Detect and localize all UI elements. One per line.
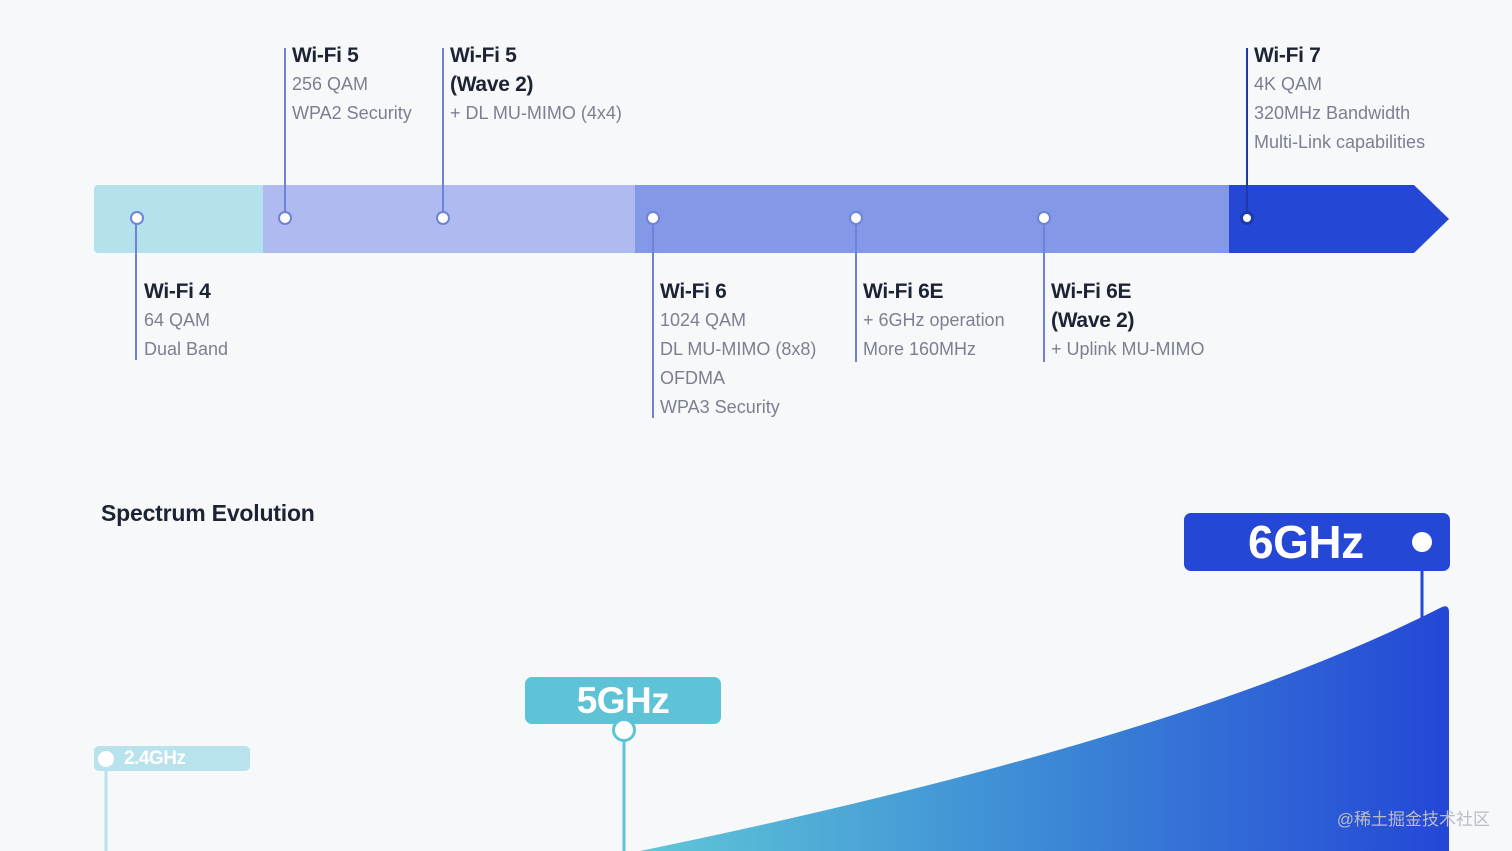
label-wifi5: Wi-Fi 5 256 QAM WPA2 Security — [292, 41, 412, 128]
feature-text: Dual Band — [144, 339, 229, 359]
connector-wifi6e — [855, 220, 857, 362]
timeline-segment-wifi5 — [263, 185, 639, 253]
feature-text: 4K QAM — [1254, 74, 1323, 94]
feature-text: + Uplink MU-MIMO — [1051, 339, 1205, 359]
band-label-2-4ghz: 2.4GHz — [94, 746, 250, 771]
connector-wifi7 — [1246, 48, 1248, 218]
watermark: @稀土掘金技术社区 — [1336, 810, 1490, 829]
node-wifi4 — [130, 211, 144, 225]
feature-text: WPA3 Security — [660, 397, 780, 417]
node-wifi6 — [646, 211, 660, 225]
generation-title: Wi-Fi 5 — [292, 44, 359, 67]
feature-text: DL MU-MIMO (8x8) — [660, 339, 817, 359]
band-marker-6ghz — [1412, 532, 1432, 552]
feature-text: More 160MHz — [863, 339, 977, 359]
connector-wifi6 — [652, 220, 654, 418]
generation-title: Wi-Fi 5 — [450, 44, 517, 67]
node-wifi6e-wave2 — [1037, 211, 1051, 225]
band-label-5ghz: 5GHz — [525, 677, 721, 724]
label-wifi5-wave2: Wi-Fi 5 (Wave 2) + DL MU-MIMO (4x4) — [450, 41, 622, 128]
generation-subtitle: (Wave 2) — [1051, 309, 1135, 332]
generation-title: Wi-Fi 6 — [660, 280, 727, 303]
feature-text: 64 QAM — [144, 310, 211, 330]
feature-text: + DL MU-MIMO (4x4) — [450, 103, 622, 123]
label-wifi6e-wave2: Wi-Fi 6E (Wave 2) + Uplink MU-MIMO — [1051, 277, 1205, 364]
node-wifi5-wave2 — [436, 211, 450, 225]
node-wifi5 — [278, 211, 292, 225]
generation-title: Wi-Fi 6E — [1051, 280, 1132, 303]
timeline-segment-wifi6 — [635, 185, 1233, 253]
node-wifi7 — [1240, 211, 1254, 225]
timeline-segment-wifi7 — [1229, 185, 1449, 253]
timeline-segment-wifi4 — [94, 185, 266, 253]
label-wifi7: Wi-Fi 7 4K QAM 320MHz Bandwidth Multi-Li… — [1254, 41, 1425, 157]
connector-wifi4 — [135, 220, 137, 360]
section-title: Spectrum Evolution — [101, 500, 315, 526]
connector-wifi5 — [284, 48, 286, 218]
connector-wifi5-wave2 — [442, 48, 444, 218]
feature-text: Multi-Link capabilities — [1254, 132, 1426, 152]
feature-text: OFDMA — [660, 368, 725, 388]
generation-subtitle: (Wave 2) — [450, 73, 534, 96]
label-wifi6: Wi-Fi 6 1024 QAM DL MU-MIMO (8x8) OFDMA … — [660, 277, 816, 422]
band-marker-5ghz — [612, 718, 636, 742]
label-wifi6e: Wi-Fi 6E + 6GHz operation More 160MHz — [863, 277, 1005, 364]
feature-text: WPA2 Security — [292, 103, 412, 123]
generation-title: Wi-Fi 7 — [1254, 44, 1321, 67]
feature-text: + 6GHz operation — [863, 310, 1005, 330]
feature-text: 320MHz Bandwidth — [1254, 103, 1411, 123]
connector-wifi6e-wave2 — [1043, 220, 1045, 362]
label-wifi4: Wi-Fi 4 64 QAM Dual Band — [144, 277, 228, 364]
feature-text: 1024 QAM — [660, 310, 747, 330]
band-label-6ghz: 6GHz — [1184, 513, 1450, 571]
generation-title: Wi-Fi 4 — [144, 280, 211, 303]
spectrum-curve — [640, 606, 1449, 851]
band-marker-2-4ghz — [95, 748, 117, 770]
feature-text: 256 QAM — [292, 74, 369, 94]
node-wifi6e — [849, 211, 863, 225]
generation-title: Wi-Fi 6E — [863, 280, 944, 303]
